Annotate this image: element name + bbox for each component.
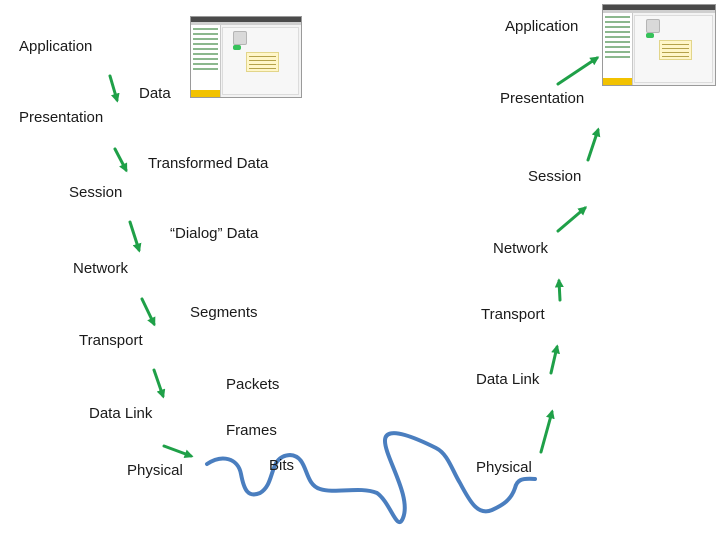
receiver-session-label: Session: [528, 168, 582, 185]
arrow-session-to-network: [128, 220, 142, 253]
dialog-data-label: “Dialog” Data: [170, 225, 259, 242]
arrow-network-to-session: [556, 206, 588, 233]
bits-label: Bits: [269, 457, 295, 474]
receiver-datalink-label: Data Link: [476, 371, 540, 388]
arrow-transport-to-network: [554, 278, 564, 302]
receiver-network-label: Network: [493, 240, 549, 257]
sender-network-label: Network: [73, 260, 129, 277]
sender-session-label: Session: [69, 184, 123, 201]
arrow-network-to-transport: [140, 297, 156, 327]
transformed-data-label: Transformed Data: [148, 155, 269, 172]
sender-presentation-label: Presentation: [19, 109, 104, 126]
arrow-presentation-to-app: [556, 56, 600, 86]
packets-label: Packets: [226, 376, 280, 393]
network-cable: [205, 431, 537, 524]
data-label: Data: [139, 85, 171, 102]
sender-datalink-label: Data Link: [89, 405, 153, 422]
receiver-presentation-label: Presentation: [500, 90, 585, 107]
arrow-datalink-to-physical: [162, 444, 194, 459]
segments-label: Segments: [190, 304, 258, 321]
arrow-session-to-presentation: [586, 127, 601, 162]
arrow-presentation-to-session: [113, 147, 128, 173]
receiver-application-label: Application: [505, 18, 579, 35]
frames-label: Frames: [226, 422, 277, 439]
arrow-datalink-to-transport: [549, 344, 560, 375]
receiver-physical-label: Physical: [476, 459, 532, 476]
app-screenshot-right: [602, 4, 716, 86]
arrow-app-to-presentation: [108, 74, 120, 103]
sender-application-label: Application: [19, 38, 93, 55]
app-screenshot-left: [190, 16, 302, 98]
sender-transport-label: Transport: [79, 332, 143, 349]
receiver-transport-label: Transport: [481, 306, 545, 323]
arrow-transport-to-datalink: [152, 368, 166, 399]
sender-physical-label: Physical: [127, 462, 183, 479]
arrow-physical-to-datalink: [539, 409, 555, 454]
